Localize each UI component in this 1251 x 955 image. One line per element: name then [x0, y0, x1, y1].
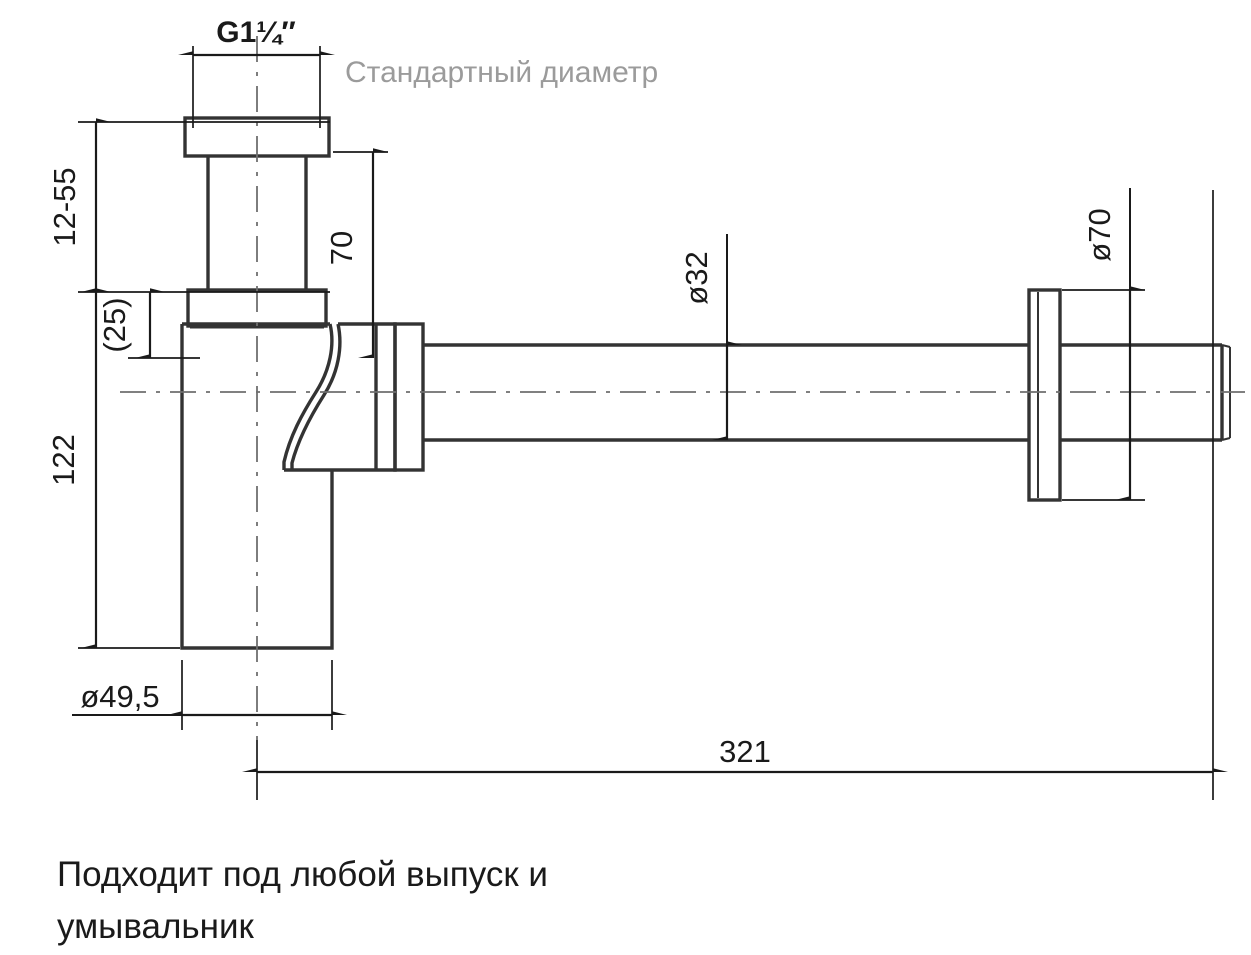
dimension-body-height: 122 [46, 288, 180, 652]
caption-block: Подходит под любой выпуск и умывальник [57, 855, 548, 946]
height-range-label: 12-55 [47, 167, 82, 246]
wall-flange [1027, 288, 1062, 502]
dimension-outlet-height: 70 [324, 148, 388, 362]
outlet-collar [393, 322, 425, 472]
body-diameter-label: ø49,5 [80, 679, 159, 714]
flange-diameter-label: ø70 [1082, 208, 1117, 261]
total-length-label: 321 [719, 734, 771, 769]
pipe-diameter-label: ø32 [679, 251, 714, 304]
body-height-label: 122 [46, 434, 81, 486]
outlet-pipe-end-top [1221, 344, 1231, 348]
internal-baffle-inner [290, 323, 342, 470]
outlet-bulge [338, 322, 397, 472]
caption-line-2: умывальник [57, 907, 255, 946]
dimension-pipe-diameter: ø32 [679, 234, 742, 444]
dimension-total-length: 321 [242, 190, 1228, 800]
note-standard-diameter: Стандартный диаметр [345, 56, 658, 89]
dimension-flange-diameter: ø70 [1062, 188, 1145, 504]
inlet-tube [206, 156, 308, 290]
caption-line-1: Подходит под любой выпуск и [57, 855, 548, 894]
internal-baffle-outer [282, 323, 334, 470]
water-seal-label: (25) [97, 297, 132, 352]
outlet-height-label: 70 [324, 231, 359, 265]
dimension-body-diameter: ø49,5 [72, 660, 347, 730]
thread-label: G1¼″ [216, 16, 295, 49]
standard-diameter-note: Стандартный диаметр [345, 56, 658, 89]
dimension-thread: G1¼″ [178, 16, 335, 128]
outlet-pipe-end-bottom [1221, 437, 1231, 441]
part-geometry [120, 36, 1245, 740]
dimension-height-range: 12-55 [47, 118, 330, 296]
